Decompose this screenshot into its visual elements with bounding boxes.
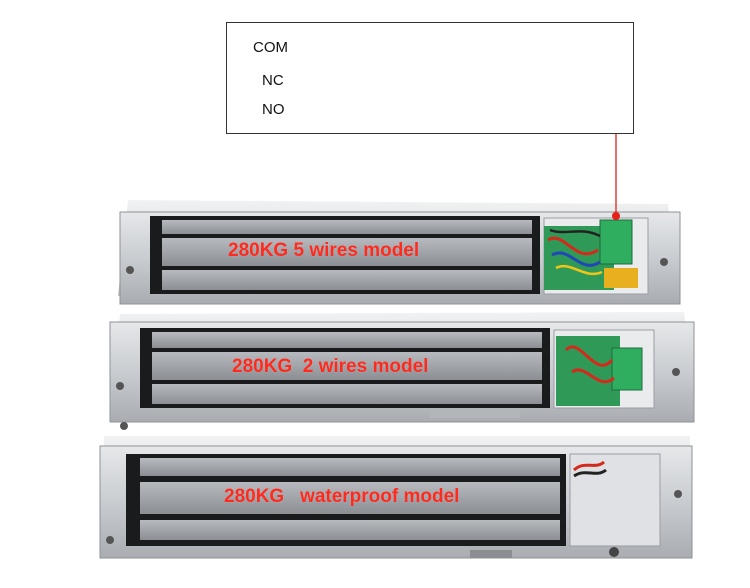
com-label: COM <box>253 39 288 56</box>
lock-waterproof <box>99 436 693 559</box>
wiring-diagram-box <box>226 22 634 134</box>
lock-5-wires <box>118 200 681 305</box>
lock-2-wires <box>109 312 695 430</box>
no-label: NO <box>262 101 285 118</box>
nc-label: NC <box>262 72 284 89</box>
model-label-5-wires: 280KG 5 wires model <box>228 240 420 261</box>
model-label-2-wires: 280KG 2 wires model <box>232 356 429 377</box>
model-label-waterproof: 280KG waterproof model <box>224 486 460 507</box>
terminal-dot-icon <box>612 212 620 220</box>
